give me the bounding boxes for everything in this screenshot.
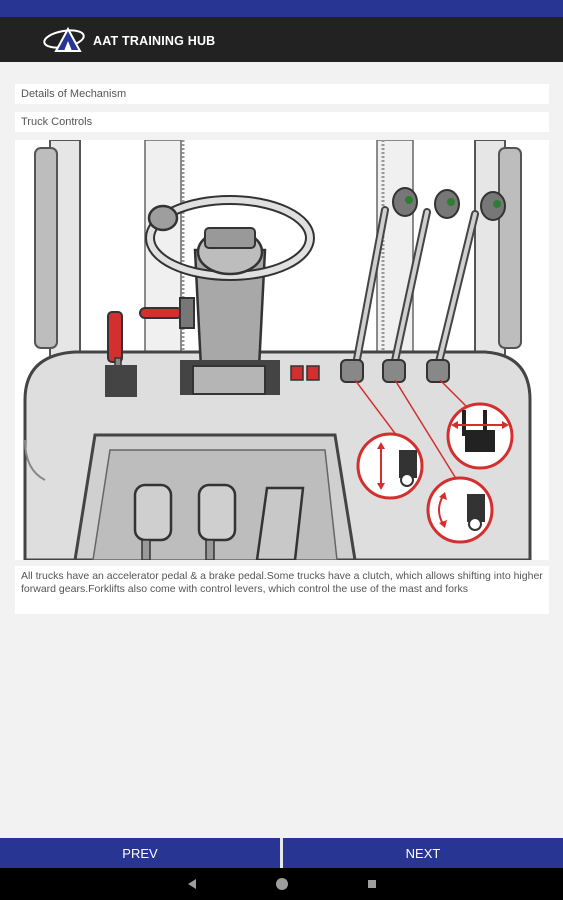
truck-controls-illustration — [15, 140, 549, 560]
prev-button[interactable]: PREV — [122, 845, 158, 861]
forklift-cab-graphic — [23, 140, 532, 560]
mechanism-label: Details of Mechanism — [15, 84, 549, 104]
back-button[interactable] — [147, 868, 237, 900]
home-button[interactable] — [237, 868, 327, 900]
recents-icon — [367, 880, 376, 888]
app-title: AAT TRAINING HUB — [93, 33, 216, 48]
nav-divider — [280, 838, 283, 868]
system-navigation-bar — [0, 868, 563, 900]
content-area: Details of Mechanism Truck Controls — [0, 62, 563, 838]
truck-controls-label: Truck Controls — [15, 112, 549, 132]
app-bar: AAT TRAINING HUB — [0, 17, 563, 62]
app-logo[interactable]: AAT TRAINING HUB — [42, 25, 215, 55]
aat-logo-icon — [43, 26, 85, 52]
back-icon — [187, 879, 196, 889]
bottom-navigation: PREV NEXT — [0, 838, 563, 868]
description-text: All trucks have an accelerator pedal & a… — [15, 566, 549, 614]
status-bar — [0, 0, 563, 17]
recents-button[interactable] — [327, 868, 417, 900]
home-icon — [275, 878, 288, 890]
next-button[interactable]: NEXT — [405, 845, 441, 861]
